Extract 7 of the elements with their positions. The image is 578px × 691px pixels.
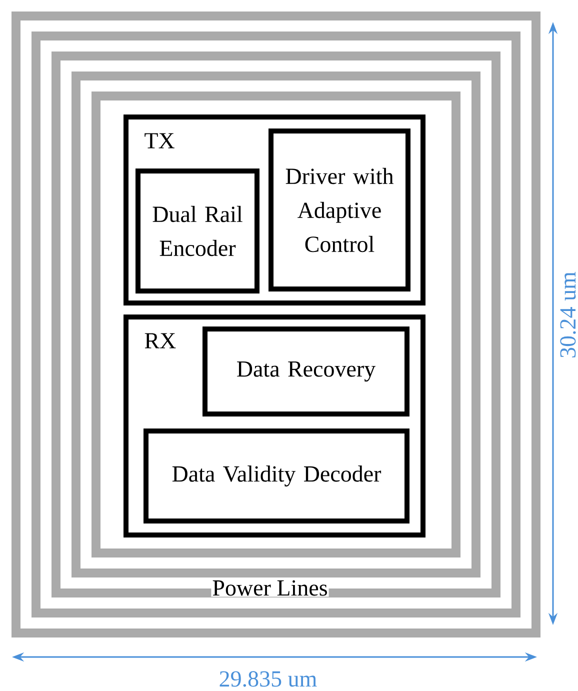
- dimension-label: 30.24 um: [560, 272, 576, 358]
- dimension-label: 29.835 um: [220, 671, 317, 687]
- block-box: Data Validity Decoder: [144, 428, 410, 524]
- power-lines-label: Power Lines: [211, 579, 329, 597]
- block-box: Driver with Adaptive Control: [268, 128, 410, 292]
- block-box: Dual Rail Encoder: [136, 168, 260, 294]
- block-box: Data Recovery: [202, 326, 410, 416]
